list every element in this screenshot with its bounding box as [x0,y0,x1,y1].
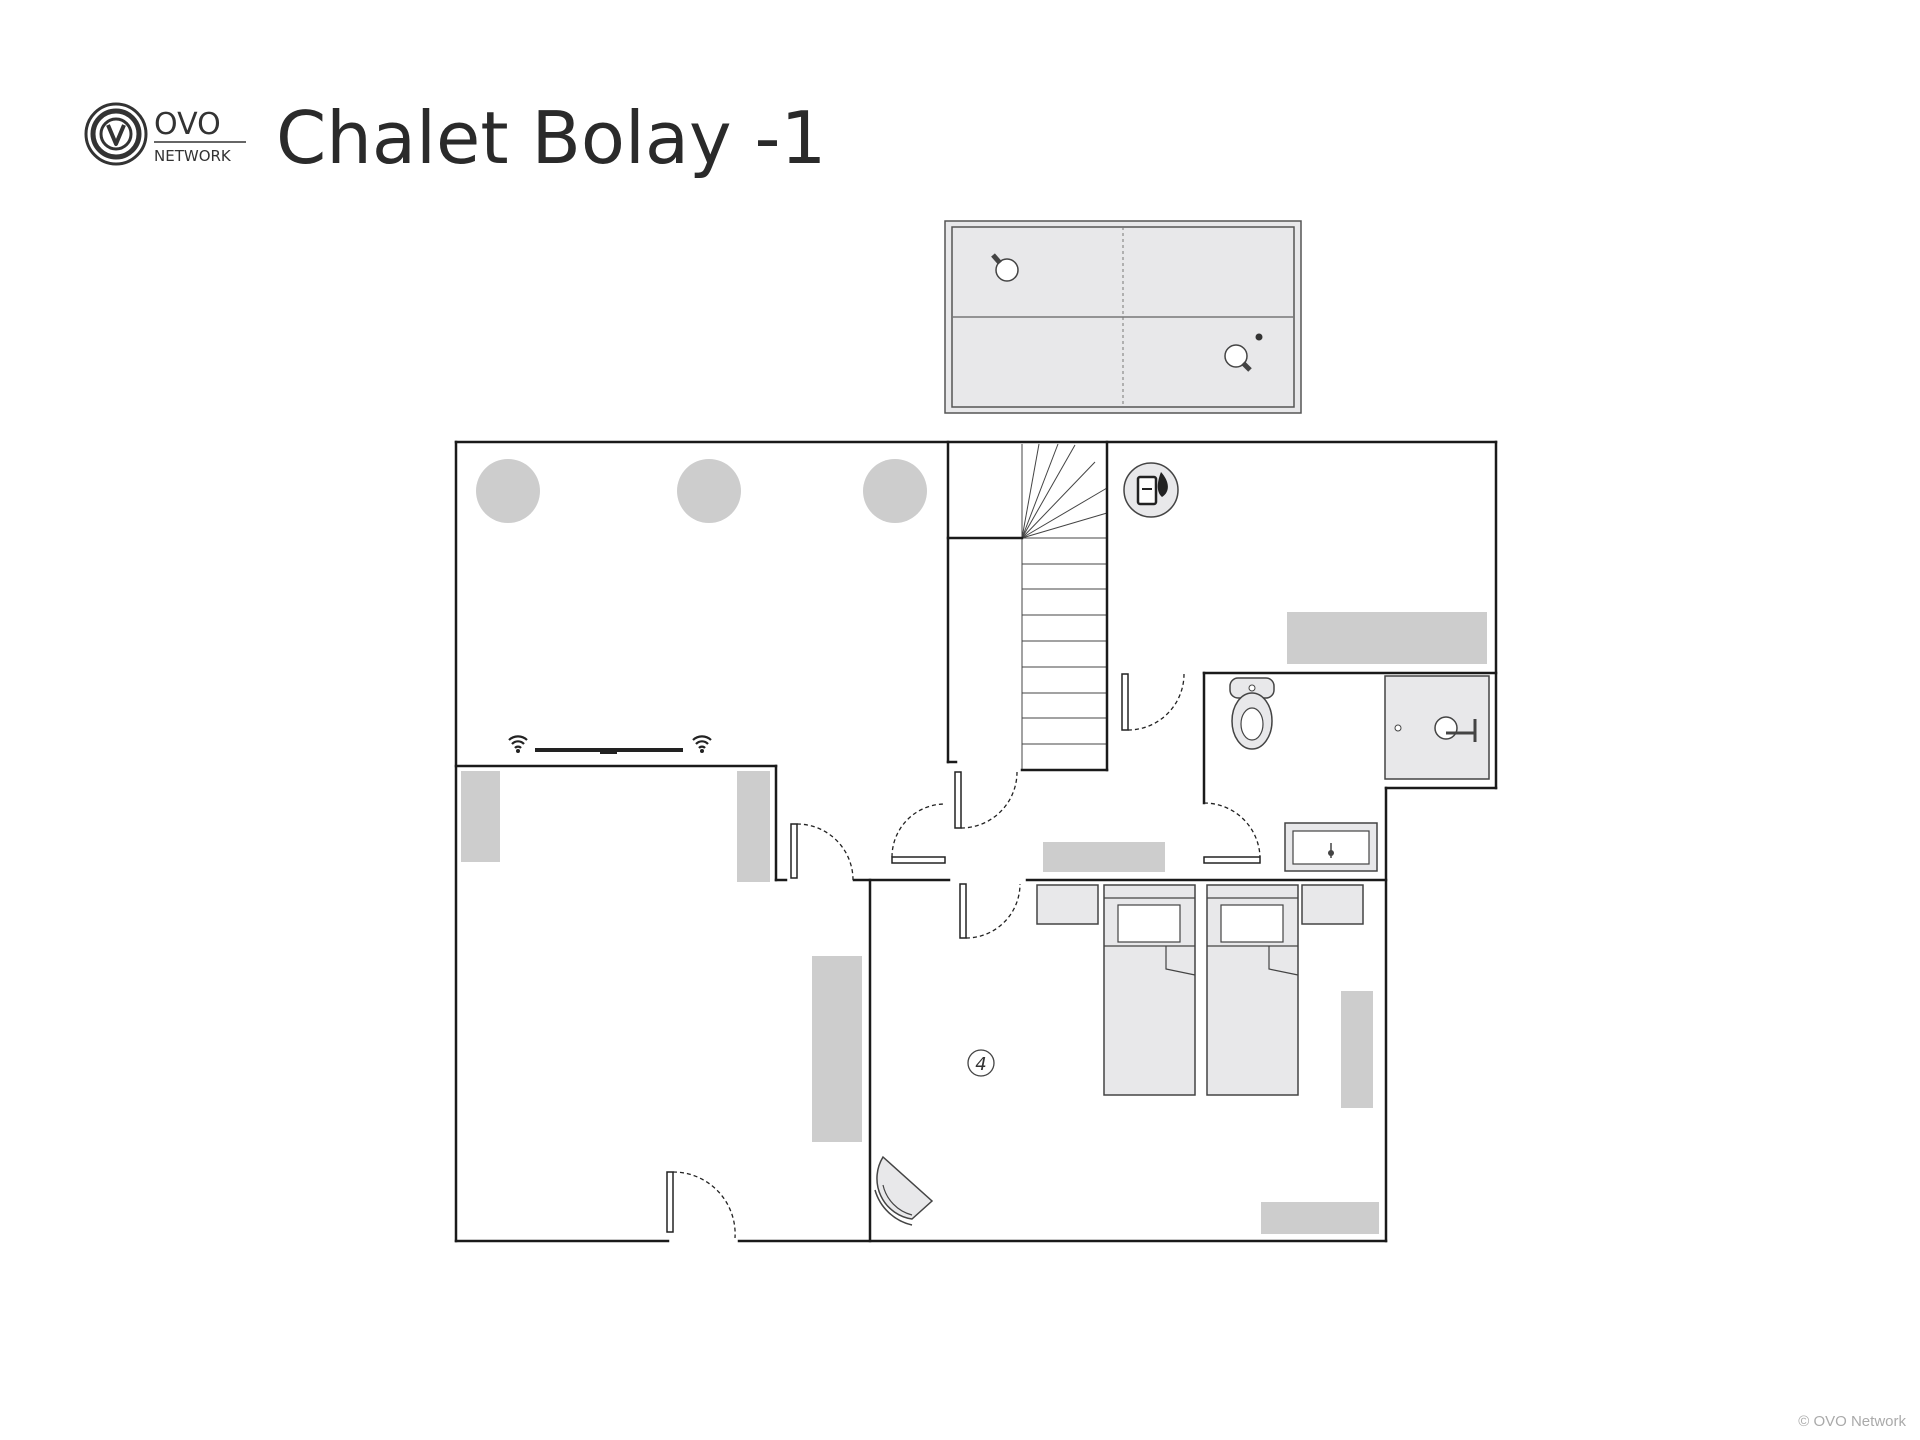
door-icon [1121,673,1185,731]
stairs-icon [1021,443,1108,771]
shower-icon [1384,675,1490,780]
bench [1043,842,1165,872]
bedroom-furniture [1036,884,1364,1096]
walls [454,440,1498,1243]
lamp-icon [991,253,1019,282]
wardrobe [461,771,500,862]
doors [666,673,1261,1239]
furniture-layer [461,459,1487,1234]
door-icon [891,803,946,864]
room-number: 4 [975,1054,986,1075]
sink-icon [1284,822,1378,872]
room-marker: 4 [967,1049,995,1077]
wardrobe [812,956,862,1142]
round-table [863,459,927,523]
nightstand [1301,884,1364,925]
wifi-icon [692,735,712,753]
lamp-icon [1224,333,1263,372]
wifi-icon [508,735,528,753]
round-table [476,459,540,523]
dresser [1261,1202,1379,1234]
water-heater-icon [1123,462,1179,518]
page-title: Chalet Bolay -1 [276,96,827,180]
logo-brand-subname: NETWORK [154,147,232,165]
bed-icon [1206,884,1299,1096]
round-table [677,459,741,523]
door-icon [1203,802,1261,864]
logo-brand-name: OVO [154,107,221,142]
wardrobe [737,771,770,882]
copyright-notice: © OVO Network [1798,1413,1906,1430]
stove-icon [874,1155,934,1226]
door-icon [954,771,1018,829]
tv-unit [508,735,712,754]
ovo-network-logo: OVO NETWORK [84,102,246,166]
toilet-icon [1229,677,1275,750]
door-icon [959,883,1021,939]
door-icon [790,823,854,881]
terrace-area [944,220,1302,414]
storage-unit [1287,612,1487,664]
ovo-logo-icon [84,102,148,166]
wardrobe [1341,991,1373,1108]
nightstand [1036,884,1099,925]
bathroom-fixtures [1229,675,1490,872]
door-icon [666,1171,736,1239]
bed-icon [1103,884,1196,1096]
